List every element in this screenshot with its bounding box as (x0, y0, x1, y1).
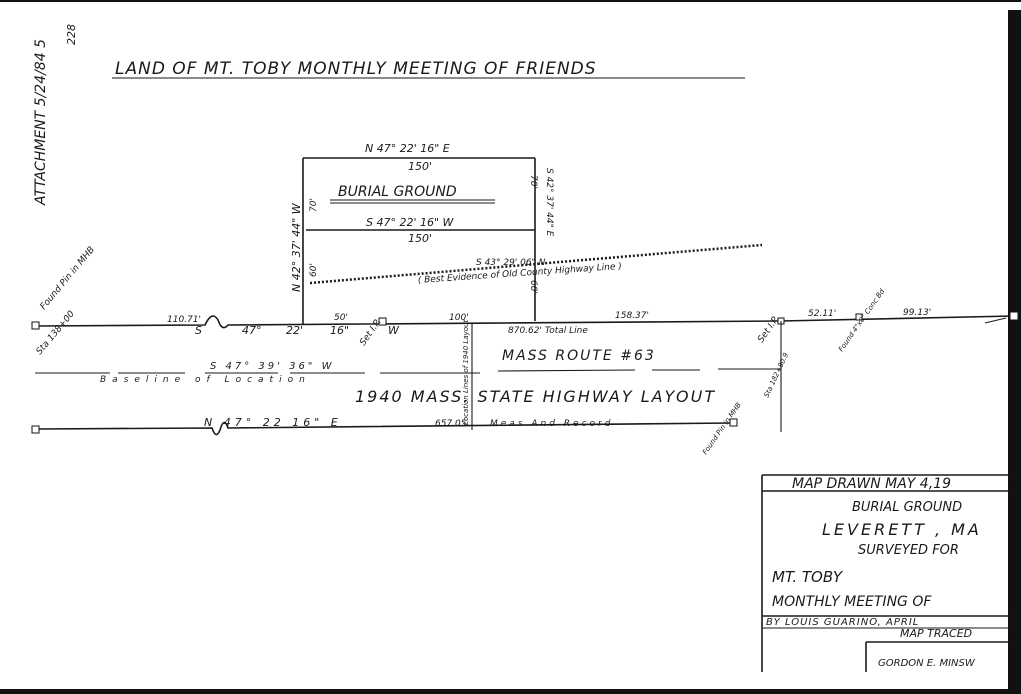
old-highway-line (309, 243, 763, 285)
title-block-surveyor: BY LOUIS GUARINO, APRIL (766, 617, 919, 628)
title-block (761, 474, 1010, 672)
segment-52: 52.11' (808, 309, 836, 319)
parcel-right-lower-length: 60' (528, 280, 538, 294)
old-highway-bearing: S 43° 29' 06" N (476, 258, 546, 268)
parcel-top-length: 150' (408, 160, 432, 173)
bottom-boundary-line (31, 418, 738, 436)
total-line: 870.62' Total Line (508, 326, 588, 336)
segment-158: 158.37' (615, 311, 649, 321)
title-block-subject: BURIAL GROUND (852, 500, 962, 515)
bearing-deg: 47° (242, 324, 262, 337)
parcel-label: BURIAL GROUND (338, 184, 457, 200)
parcel-left-upper-length: 70' (309, 198, 319, 212)
title-block-traced: MAP TRACED (900, 627, 972, 640)
bearing-sec: 16" (330, 324, 349, 337)
map-title: LAND OF MT. TOBY MONTHLY MEETING OF FRIE… (115, 59, 597, 79)
attachment-page: 228 (65, 24, 78, 45)
burial-ground-parcel (302, 157, 536, 325)
title-block-client-2: MONTHLY MEETING OF (772, 594, 932, 610)
title-block-place: LEVERETT , MA (822, 520, 982, 539)
title-block-client-1: MT. TOBY (772, 568, 844, 586)
baseline-line (35, 368, 781, 374)
segment-110: 110.71' (167, 315, 201, 325)
bearing-s: S (195, 324, 202, 337)
parcel-top-bearing: N 47° 22' 16" E (365, 142, 450, 155)
parcel-left-lower-length: 60' (309, 263, 319, 277)
bearing-w: W (388, 324, 400, 337)
attachment-note: ATTACHMENT 5/24/84 5 (33, 39, 49, 206)
map-drawn-date: MAP DRAWN MAY 4,19 (792, 476, 951, 492)
title-block-tracer: GORDON E. MINSW (878, 658, 976, 669)
route-label: MASS ROUTE #63 (502, 348, 656, 364)
parcel-mid-length: 150' (408, 232, 432, 245)
segment-50: 50' (334, 313, 348, 323)
parcel-mid-bearing: S 47° 22' 16" W (366, 216, 455, 229)
bottom-length: 657.05 (435, 419, 467, 429)
parcel-left-bearing: N 42° 37' 44" W (290, 202, 303, 292)
parcel-right-bearing: S 42° 37' 44" E (544, 168, 554, 237)
location-lines-label: Location Lines of 1940 Layout (462, 320, 470, 425)
bearing-min: 22' (286, 324, 303, 337)
scan-edge-bottom (0, 689, 1021, 694)
segment-100: 100' (449, 313, 469, 323)
bottom-bearing: N 47° 22 16" E (204, 416, 342, 429)
baseline-label: Baseline of Location (100, 375, 311, 385)
highway-layout-label: 1940 MASS. STATE HIGHWAY LAYOUT (355, 387, 716, 406)
parcel-right-upper-length: 70' (528, 175, 538, 189)
baseline-bearing: S 47° 39' 36" W (210, 361, 334, 372)
svg-text:ATTACHMENT 5/24/84 5: ATTACHMENT 5/24/84 5 (33, 39, 49, 206)
scan-edge-right (1008, 10, 1021, 694)
segment-99: 99.13' (903, 308, 931, 318)
bottom-note: Meas And Record (490, 419, 613, 429)
title-block-surveyed-for: SURVEYED FOR (858, 543, 959, 558)
